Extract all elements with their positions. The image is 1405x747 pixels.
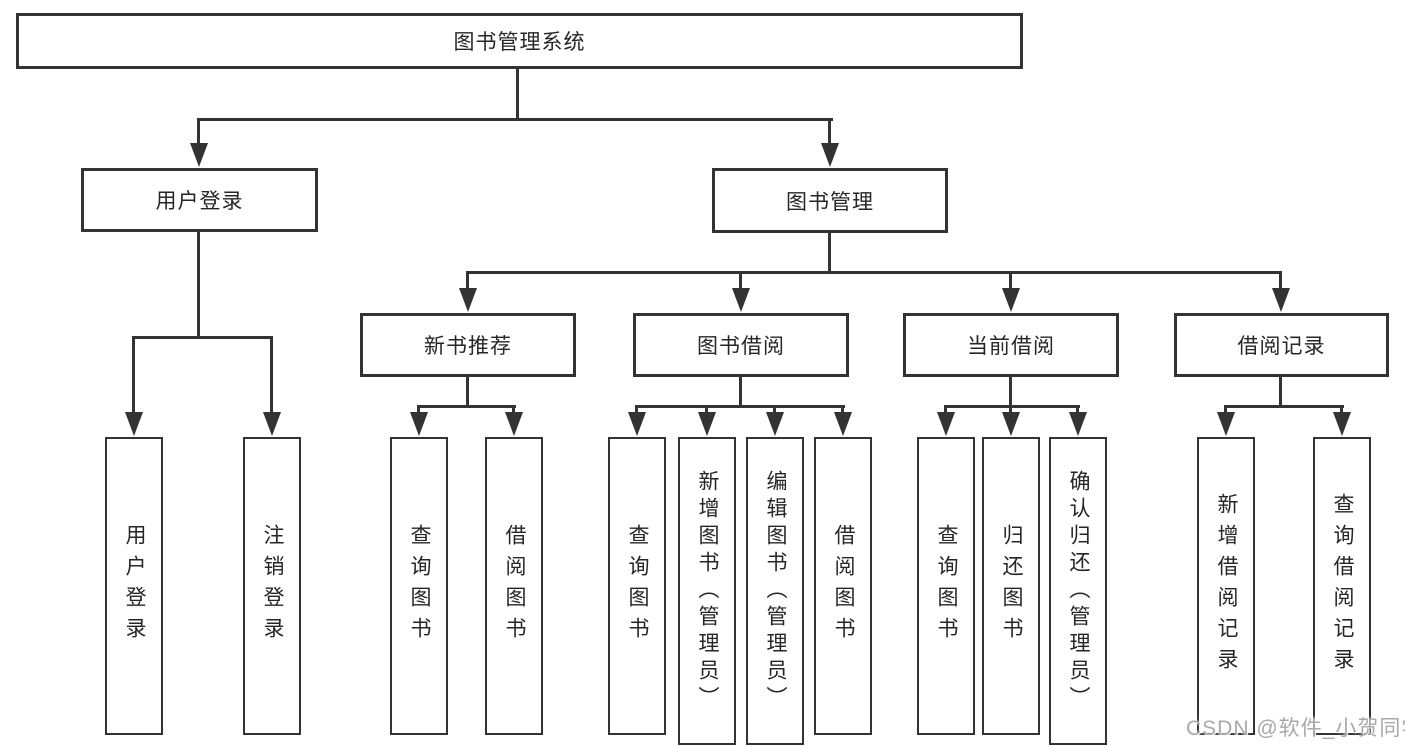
connector-stub bbox=[512, 405, 515, 416]
arrow-down-icon bbox=[1069, 412, 1087, 436]
connector-stub-login bbox=[132, 336, 135, 416]
arrow-down-icon bbox=[821, 143, 839, 167]
leaf-query-book-2: 查询图书 bbox=[608, 437, 666, 735]
connector-group1-vertical bbox=[466, 377, 469, 405]
arrow-down-icon bbox=[732, 288, 750, 312]
connector-group4-vertical bbox=[1279, 377, 1282, 405]
arrow-down-icon bbox=[1217, 412, 1235, 436]
connector-stub-book-management bbox=[828, 118, 831, 148]
connector-stub-book-borrow bbox=[739, 271, 742, 292]
node-library-management-system: 图书管理系统 bbox=[16, 13, 1023, 69]
node-book-management: 图书管理 bbox=[712, 168, 948, 233]
connector-stub-borrow-records bbox=[1279, 271, 1282, 292]
node-borrowing-records: 借阅记录 bbox=[1174, 313, 1389, 377]
connector-stub bbox=[1224, 405, 1227, 416]
node-new-book-recommendation: 新书推荐 bbox=[360, 313, 576, 377]
node-user-login: 用户登录 bbox=[81, 168, 318, 232]
connector-stub bbox=[705, 405, 708, 416]
arrow-down-icon bbox=[1002, 288, 1020, 312]
arrow-down-icon bbox=[459, 288, 477, 312]
connector-root-vertical bbox=[516, 69, 519, 118]
connector-group3-vertical bbox=[1009, 377, 1012, 405]
connector-stub-current-borrow bbox=[1009, 271, 1012, 292]
connector-stub bbox=[417, 405, 420, 416]
connector-stub bbox=[1340, 405, 1343, 416]
connector-stub bbox=[944, 405, 947, 416]
arrow-down-icon bbox=[190, 143, 208, 167]
arrow-down-icon bbox=[263, 412, 281, 436]
connector-user-login-horizontal bbox=[132, 336, 273, 339]
connector-group1-horizontal bbox=[417, 405, 516, 408]
connector-group2-vertical bbox=[739, 377, 742, 405]
connector-stub bbox=[841, 405, 844, 416]
connector-root-horizontal bbox=[197, 118, 833, 121]
connector-group2-horizontal bbox=[635, 405, 845, 408]
arrow-down-icon bbox=[1002, 412, 1020, 436]
connector-user-login-vertical bbox=[197, 232, 200, 336]
node-current-borrowing: 当前借阅 bbox=[903, 313, 1119, 377]
leaf-confirm-return-admin: 确认归还（管理员） bbox=[1049, 437, 1107, 745]
connector-stub-user-login bbox=[197, 118, 200, 148]
leaf-query-book-1: 查询图书 bbox=[390, 437, 448, 735]
leaf-logout: 注销登录 bbox=[243, 437, 301, 735]
arrow-down-icon bbox=[125, 412, 143, 436]
leaf-edit-book-admin: 编辑图书（管理员） bbox=[746, 437, 804, 745]
connector-stub-new-book bbox=[466, 271, 469, 292]
arrow-down-icon bbox=[834, 412, 852, 436]
leaf-borrow-book-2: 借阅图书 bbox=[814, 437, 872, 735]
arrow-down-icon bbox=[628, 412, 646, 436]
arrow-down-icon bbox=[1333, 412, 1351, 436]
connector-book-mgmt-vertical bbox=[828, 233, 831, 271]
leaf-add-borrow-record: 新增借阅记录 bbox=[1197, 437, 1255, 735]
arrow-down-icon bbox=[766, 412, 784, 436]
leaf-borrow-book-1: 借阅图书 bbox=[485, 437, 543, 735]
connector-stub bbox=[635, 405, 638, 416]
connector-stub bbox=[1076, 405, 1079, 416]
arrow-down-icon bbox=[505, 412, 523, 436]
arrow-down-icon bbox=[937, 412, 955, 436]
connector-group3-horizontal bbox=[944, 405, 1080, 408]
connector-stub-logout bbox=[270, 336, 273, 416]
leaf-query-borrow-record: 查询借阅记录 bbox=[1313, 437, 1371, 735]
arrow-down-icon bbox=[1272, 288, 1290, 312]
leaf-user-login: 用户登录 bbox=[105, 437, 163, 735]
leaf-query-book-3: 查询图书 bbox=[917, 437, 975, 735]
connector-group4-horizontal bbox=[1224, 405, 1344, 408]
leaf-add-book-admin: 新增图书（管理员） bbox=[678, 437, 736, 745]
arrow-down-icon bbox=[410, 412, 428, 436]
csdn-watermark: CSDN @软件_小贺同学 bbox=[1186, 717, 1405, 740]
connector-stub bbox=[773, 405, 776, 416]
arrow-down-icon bbox=[698, 412, 716, 436]
connector-stub bbox=[1009, 405, 1012, 416]
connector-book-mgmt-horizontal bbox=[466, 271, 1282, 274]
leaf-return-book: 归还图书 bbox=[982, 437, 1040, 735]
node-book-borrowing: 图书借阅 bbox=[633, 313, 849, 377]
